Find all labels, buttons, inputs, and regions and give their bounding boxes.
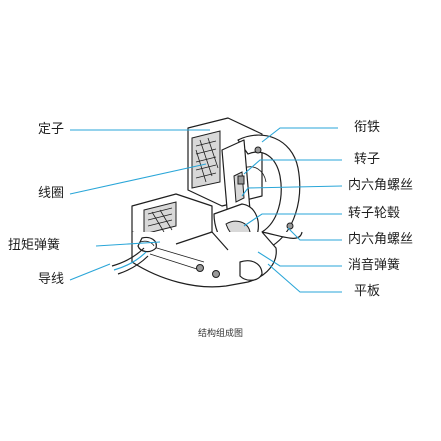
label-armature: 衔铁: [354, 120, 381, 135]
label-lead-wire: 导线: [38, 272, 65, 287]
leader-silencer-spring: [257, 251, 342, 267]
screw-head-icon: [286, 222, 294, 230]
leader-hex-screw-1: [241, 185, 343, 197]
leader-armature: [261, 127, 338, 143]
label-torsion-spring: 扭矩弹簧: [8, 238, 61, 253]
leader-coil: [69, 163, 207, 195]
leader-lead-wire: [69, 263, 111, 281]
screw-head-icon: [212, 270, 220, 278]
label-stator: 定子: [38, 122, 65, 137]
label-flat-plate: 平板: [354, 284, 381, 299]
front-housing: [131, 193, 277, 288]
screw-head-icon: [254, 146, 262, 154]
lead-wire: [111, 247, 149, 275]
label-rotor: 转子: [354, 152, 381, 167]
leader-rotor: [243, 159, 342, 175]
label-hex-screw-1: 内六角螺丝: [348, 178, 414, 193]
figure-caption: 结构组成图: [197, 329, 243, 339]
leader-flat-plate: [267, 263, 342, 293]
leader-hex-screw-2: [287, 227, 342, 241]
leader-rotor-hub: [243, 213, 342, 227]
label-rotor-hub: 转子轮毂: [348, 206, 401, 221]
torsion-spring: [137, 236, 157, 253]
label-coil: 线圈: [38, 186, 65, 201]
leader-torsion-spring: [95, 241, 161, 247]
label-silencer-spring: 消音弹簧: [348, 258, 401, 273]
label-hex-screw-2: 内六角螺丝: [348, 232, 414, 247]
screw-head-icon: [196, 264, 204, 272]
